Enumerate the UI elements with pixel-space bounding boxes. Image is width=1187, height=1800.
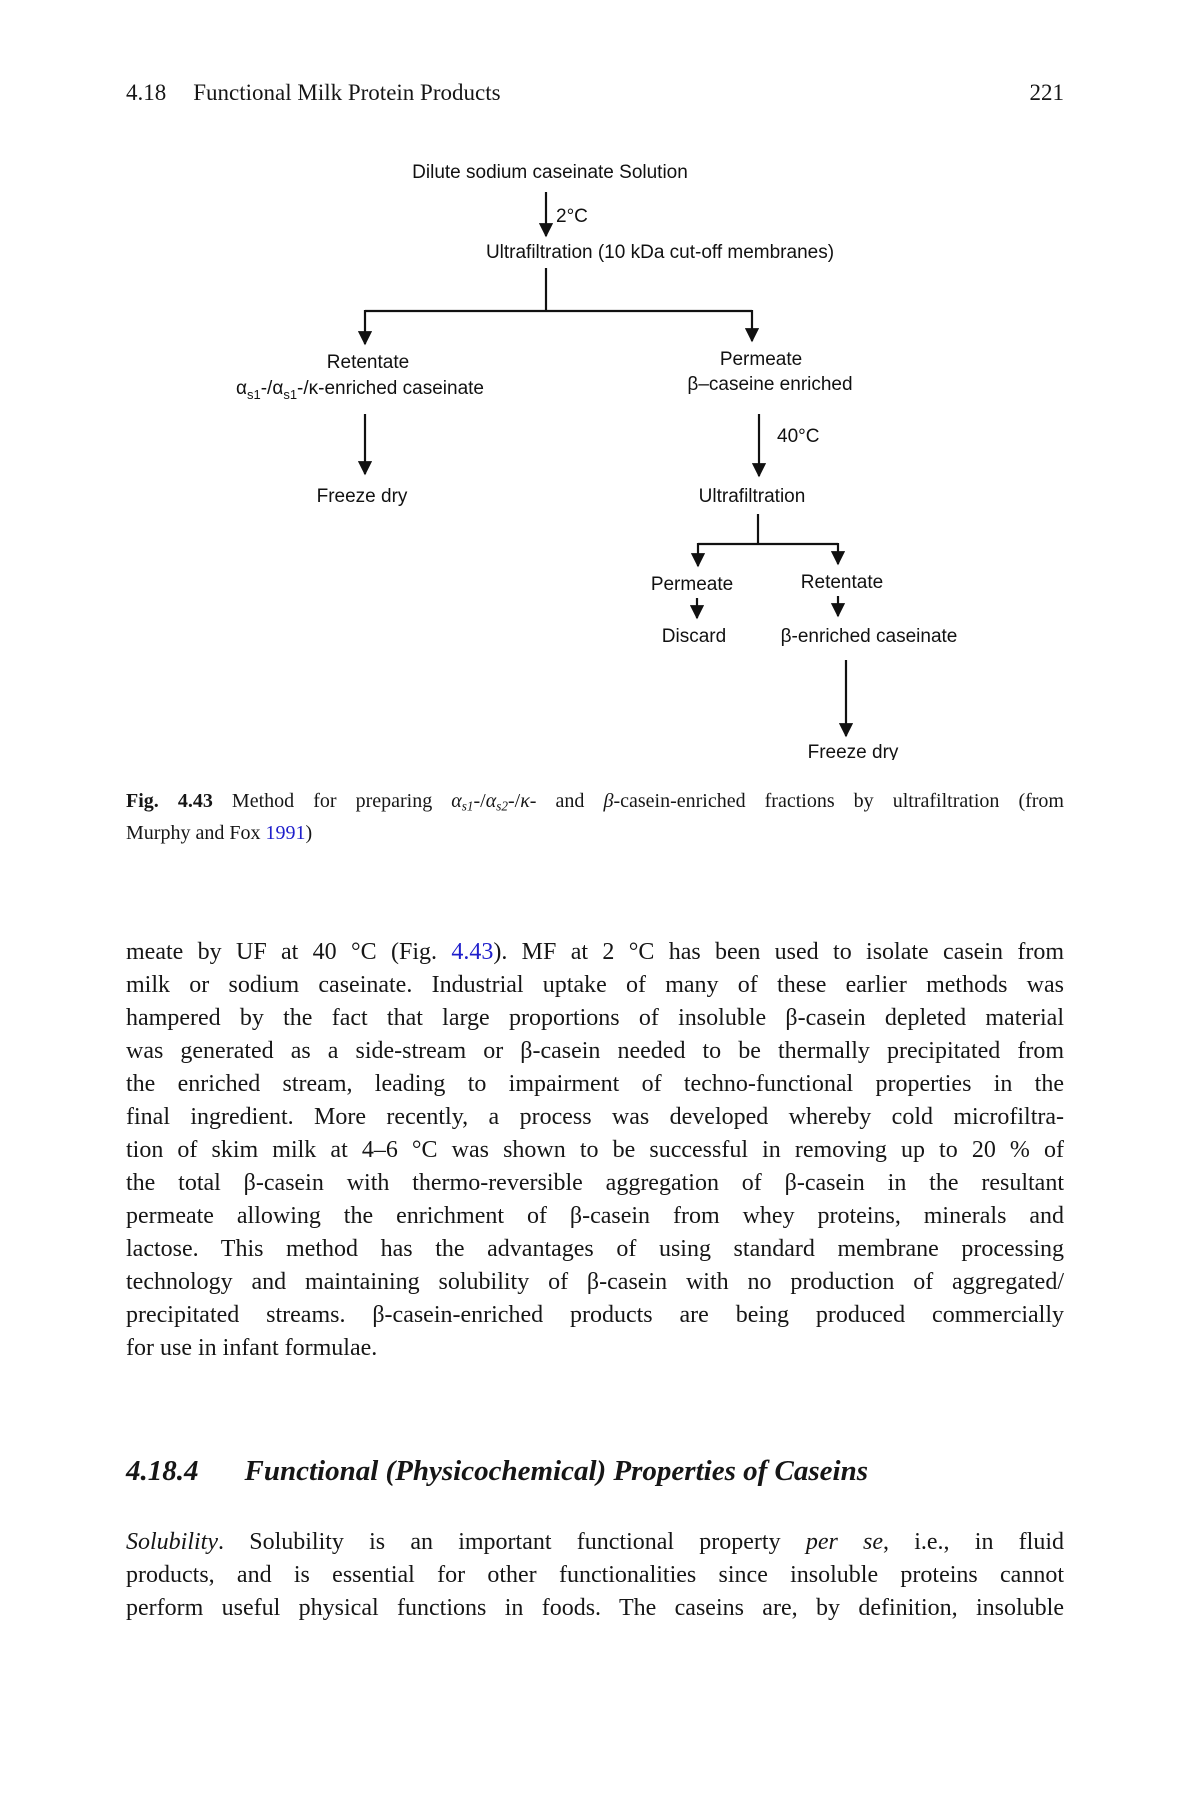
body-paragraph-2: Solubility. Solubility is an important f…: [126, 1526, 1064, 1625]
flow-label: β–caseine enriched: [687, 374, 852, 395]
text-segment: Murphy and Fox: [126, 821, 266, 844]
text-segment: Method for preparing: [212, 790, 452, 812]
text-segment: tion of skim milk at 4–6 °C was shown to…: [126, 1137, 1064, 1163]
text-segment: per se: [805, 1529, 884, 1555]
text-segment: lactose. This method has the advantages …: [126, 1236, 1064, 1262]
section-heading-number: 4.18.4: [126, 1455, 199, 1487]
section-heading: 4.18.4 Functional (Physicochemical) Prope…: [126, 1455, 1064, 1488]
text-line: permeate allowing the enrichment of β-ca…: [126, 1200, 1064, 1233]
flow-label: Retentate: [801, 572, 883, 593]
text-segment: milk or sodium caseinate. Industrial upt…: [126, 972, 1064, 998]
flow-label: Permeate: [720, 349, 802, 370]
text-line: for use in infant formulae.: [126, 1332, 1064, 1365]
flow-label: Ultrafiltration (10 kDa cut-off membrane…: [486, 242, 834, 263]
text-segment: , i.e., in fluid: [883, 1529, 1064, 1555]
text-segment: Solubility: [126, 1529, 218, 1555]
text-segment: for use in infant formulae.: [126, 1335, 378, 1361]
text-line: precipitated streams. β-casein-enriched …: [126, 1299, 1064, 1332]
flow-label: β-enriched caseinate: [781, 626, 958, 647]
text-segment: final ingredient. More recently, a proce…: [126, 1104, 1064, 1130]
text-segment: α: [451, 790, 462, 812]
text-line: hampered by the fact that large proporti…: [126, 1002, 1064, 1035]
text-segment: precipitated streams. β-casein-enriched …: [126, 1302, 1064, 1328]
text-segment: ): [305, 821, 313, 844]
flow-label: Freeze dry: [808, 742, 899, 760]
figure-caption: Fig. 4.43 Method for preparing αs1-/αs2-…: [126, 788, 1064, 847]
text-segment: meate by UF at 40 °C (Fig.: [126, 939, 452, 965]
text-segment: permeate allowing the enrichment of β-ca…: [126, 1203, 1064, 1229]
text-line: meate by UF at 40 °C (Fig. 4.43). MF at …: [126, 936, 1064, 969]
text-line: Fig. 4.43 Method for preparing αs1-/αs2-…: [126, 788, 1064, 820]
page-number: 221: [1029, 80, 1065, 105]
text-segment: perform useful physical functions in foo…: [126, 1595, 1064, 1621]
text-line: tion of skim milk at 4–6 °C was shown to…: [126, 1134, 1064, 1167]
text-line: technology and maintaining solubility of…: [126, 1266, 1064, 1299]
text-line: milk or sodium caseinate. Industrial upt…: [126, 969, 1064, 1002]
text-segment: products, and is essential for other fun…: [126, 1562, 1064, 1588]
flow-label: Permeate: [651, 574, 733, 595]
text-segment: -/: [473, 790, 486, 812]
flow-label: 2°C: [556, 206, 588, 227]
running-head-section-number: 4.18: [126, 80, 167, 105]
section-heading-title: Functional (Physicochemical) Properties …: [244, 1455, 869, 1487]
text-segment: κ: [520, 790, 530, 812]
text-segment: the enriched stream, leading to impairme…: [126, 1071, 1064, 1097]
text-segment: Fig. 4.43: [126, 790, 213, 812]
flow-label: αs1-/αs1-/κ-enriched caseinate: [236, 378, 484, 402]
text-segment: β: [603, 790, 614, 812]
text-line: perform useful physical functions in foo…: [126, 1592, 1064, 1625]
text-segment: s2: [496, 798, 508, 814]
text-segment: α: [485, 790, 497, 812]
cross-reference-link[interactable]: 1991: [265, 821, 306, 844]
text-line: Solubility. Solubility is an important f…: [126, 1526, 1064, 1559]
text-segment: -casein-enriched fractions by ultrafiltr…: [613, 790, 1064, 812]
flow-label: Retentate: [327, 352, 409, 373]
flowchart-svg: Dilute sodium caseinate Solution 2°C Ultra…: [236, 162, 958, 760]
text-line: Murphy and Fox 1991): [126, 820, 1064, 847]
text-line: final ingredient. More recently, a proce…: [126, 1101, 1064, 1134]
text-line: the enriched stream, leading to impairme…: [126, 1068, 1064, 1101]
text-line: lactose. This method has the advantages …: [126, 1233, 1064, 1266]
text-segment: -/: [507, 790, 521, 812]
body-paragraph-1: meate by UF at 40 °C (Fig. 4.43). MF at …: [126, 936, 1064, 1365]
text-segment: ). MF at 2 °C has been used to isolate c…: [493, 939, 1065, 965]
flow-label: Dilute sodium caseinate Solution: [412, 162, 688, 183]
text-line: the total β-casein with thermo-reversibl…: [126, 1167, 1064, 1200]
text-segment: was generated as a side-stream or β-case…: [126, 1038, 1064, 1064]
flow-label: Freeze dry: [317, 486, 408, 507]
text-segment: . Solubility is an important functional …: [218, 1529, 806, 1555]
text-segment: technology and maintaining solubility of…: [126, 1269, 1064, 1295]
flow-label: 40°C: [777, 426, 819, 447]
running-head-title: Functional Milk Protein Products: [193, 80, 501, 105]
text-segment: - and: [529, 790, 604, 812]
flow-label: Discard: [662, 626, 726, 647]
flow-label: Ultrafiltration: [699, 486, 806, 507]
text-segment: s1: [461, 798, 474, 814]
page-header: 4.18 Functional Milk Protein Products 221: [126, 80, 1064, 106]
text-segment: hampered by the fact that large proporti…: [126, 1005, 1064, 1031]
text-line: products, and is essential for other fun…: [126, 1559, 1064, 1592]
text-segment: the total β-casein with thermo-reversibl…: [126, 1170, 1064, 1196]
cross-reference-link[interactable]: 4.43: [451, 939, 494, 965]
text-line: was generated as a side-stream or β-case…: [126, 1035, 1064, 1068]
